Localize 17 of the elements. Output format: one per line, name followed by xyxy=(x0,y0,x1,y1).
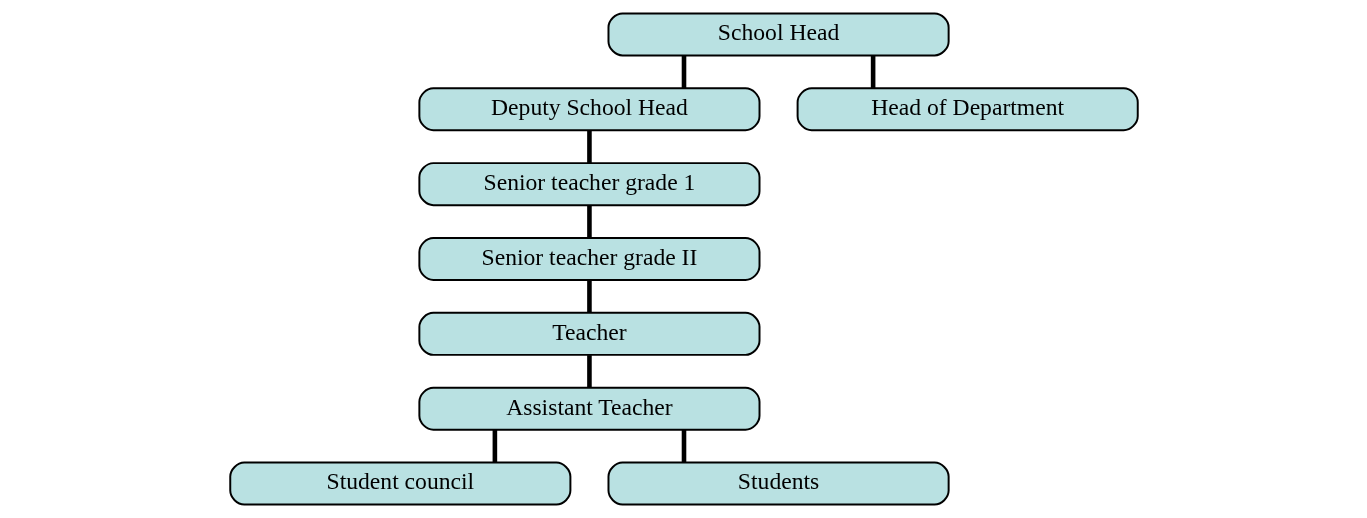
node-box: Assistant Teacher xyxy=(417,386,760,431)
connector xyxy=(681,55,686,89)
connector xyxy=(492,429,497,463)
node-box: Senior teacher grade II xyxy=(417,237,760,281)
connector xyxy=(586,130,592,164)
connector xyxy=(586,280,592,313)
node-box: School Head xyxy=(607,12,950,57)
node-box: Students xyxy=(607,461,950,506)
connector xyxy=(870,55,875,89)
node-box: Student council xyxy=(228,461,571,506)
connector xyxy=(681,429,686,463)
node-box: Head of Department xyxy=(796,87,1139,132)
node-box: Teacher xyxy=(417,311,760,356)
connector xyxy=(586,355,592,388)
node-box: Deputy School Head xyxy=(417,87,760,132)
connector xyxy=(586,205,592,238)
node-box: Senior teacher grade 1 xyxy=(417,162,760,207)
